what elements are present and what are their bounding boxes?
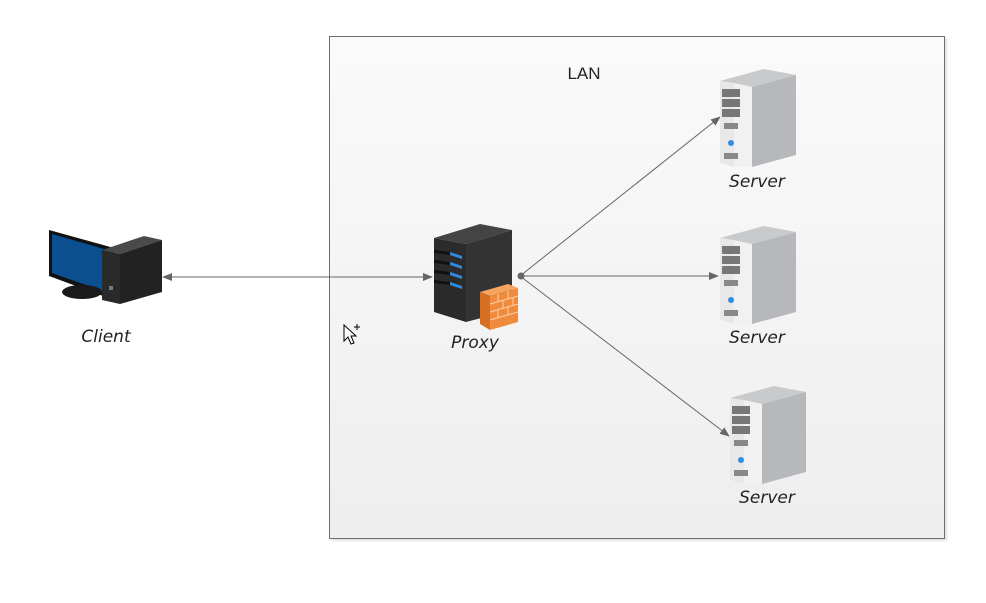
proxy-server-firewall-icon: [434, 224, 519, 330]
server-node-2[interactable]: [718, 224, 798, 330]
edge-proxy-server3[interactable]: [519, 275, 730, 437]
client-label: Client: [81, 327, 131, 347]
server-label-3: Server: [739, 488, 795, 508]
lan-container[interactable]: [329, 36, 945, 539]
desktop-computer-icon: [49, 230, 162, 304]
lan-label: LAN: [567, 64, 601, 83]
edge-junction: [517, 272, 525, 280]
client-node[interactable]: [46, 228, 166, 312]
server-label-2: Server: [729, 328, 785, 348]
server-tower-icon: [720, 69, 796, 167]
proxy-label: Proxy: [451, 333, 499, 353]
server-tower-icon: [720, 226, 796, 324]
edge-proxy-server1[interactable]: [519, 116, 721, 277]
server-label-1: Server: [729, 172, 785, 192]
server-node-1[interactable]: [718, 67, 798, 173]
proxy-node[interactable]: [432, 222, 522, 336]
add-cursor-icon: [343, 323, 360, 345]
server-node-3[interactable]: [728, 384, 808, 490]
firewall-icon: [480, 284, 519, 330]
server-tower-icon: [730, 386, 806, 484]
